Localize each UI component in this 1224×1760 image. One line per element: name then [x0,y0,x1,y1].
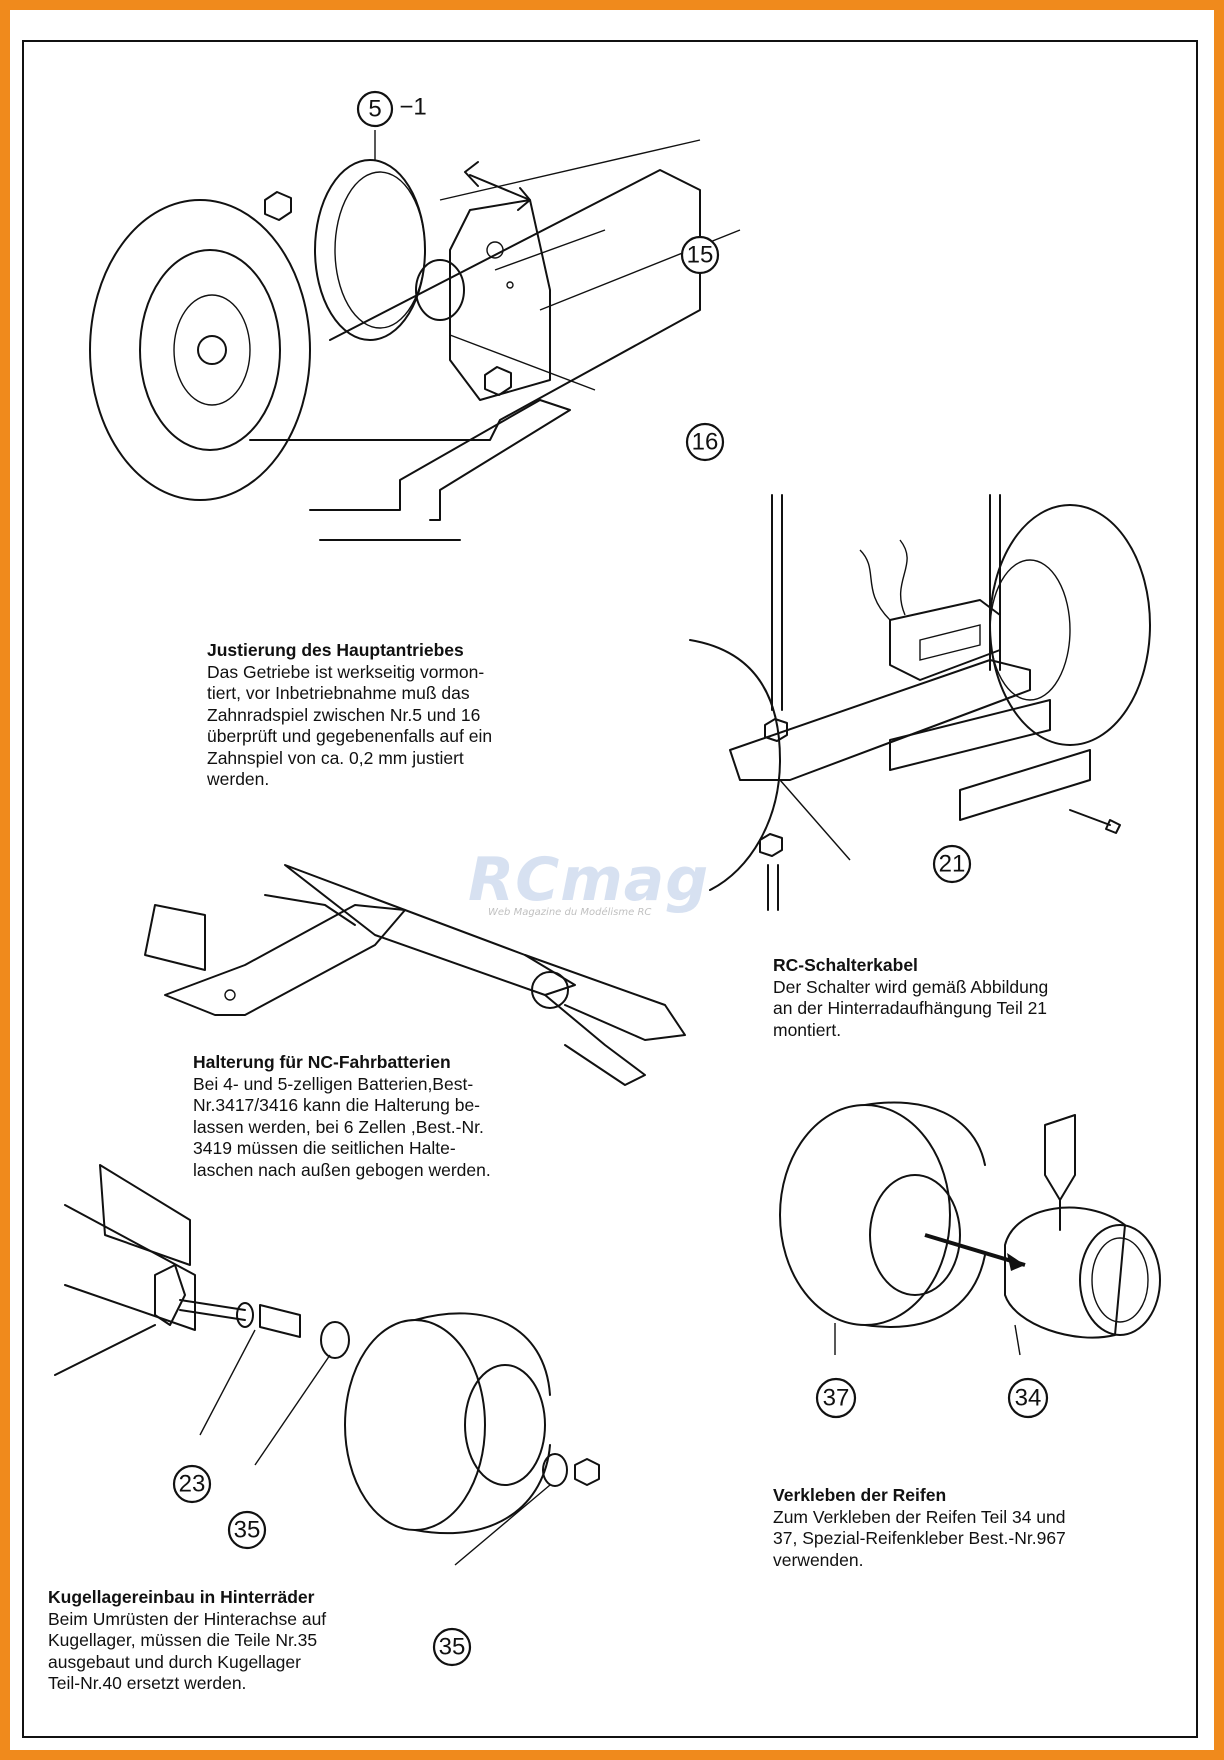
caption-reifen-line: 37, Spezial-Reifenkleber Best.-Nr.967 [773,1528,1066,1548]
pliers-illustration [144,864,686,1086]
caption-halterung-line: laschen nach außen gebogen werden. [193,1159,491,1180]
callout-16-label: 16 [692,429,719,456]
caption-halterung: Halterung für NC-Fahrbatterien Bei 4- un… [193,1052,568,1181]
caption-schalter-title: RC-Schalterkabel [773,955,918,975]
caption-kugellager-title: Kugellagereinbau in Hinterräder [48,1587,315,1607]
callout-34: 34 [1007,1377,1049,1419]
caption-kugellager: Kugellagereinbau in Hinterräder Beim Umr… [48,1587,420,1695]
callout-34-label: 34 [1015,1385,1042,1412]
callout-35-lower: 35 [432,1627,472,1667]
caption-schalter-line: Der Schalter wird gemäß Abbildung [773,976,1049,997]
tyre-glue-illustration [779,1101,1161,1356]
caption-halterung-title: Halterung für NC-Fahrbatterien [193,1052,451,1072]
callout-5-label: 5 [368,96,381,123]
caption-reifen-line: Zum Verkleben der Reifen Teil 34 und [773,1506,1066,1527]
caption-justierung-line: tiert, vor Inbetriebnahme muß das [207,683,470,703]
caption-justierung-line: Zahnradspiel zwischen Nr.5 und 16 [207,704,481,725]
caption-halterung-line: 3419 müssen die seitlichen Halte- [193,1138,456,1158]
caption-justierung-line: überprüft und gegebenenfalls auf ein [207,726,493,746]
callout-35-upper: 35 [227,1510,267,1550]
caption-halterung-line: Bei 4- und 5-zelligen Batterien,Best- [193,1073,474,1094]
caption-justierung-line: werden. [207,769,270,789]
bearing-illustration [54,1164,600,1566]
caption-justierung-line: Zahnspiel von ca. 0,2 mm justiert [207,747,464,768]
caption-halterung-line: Nr.3417/3416 kann die Halterung be- [193,1095,481,1115]
caption-kugellager-line: Teil-Nr.40 ersetzt werden. [48,1673,247,1693]
caption-kugellager-line: Beim Umrüsten der Hinterachse auf [48,1608,327,1629]
watermark: RCmag Web Magazine du Modélisme RC [468,845,768,925]
callout-16: 16 [685,422,725,462]
caption-schalter: RC-Schalterkabel Der Schalter wird gemäß… [773,955,1148,1041]
callout-15: 15 [680,235,720,275]
caption-halterung-line: lassen werden, bei 6 Zellen ,Best.-Nr. [193,1116,484,1137]
caption-kugellager-line: ausgebaut und durch Kugellager [48,1651,301,1672]
callout-35-lower-label: 35 [439,1634,466,1661]
watermark-tagline: Web Magazine du Modélisme RC [488,907,652,918]
caption-justierung-line: Das Getriebe ist werkseitig vormon- [207,661,485,682]
callout-23-label: 23 [179,1471,206,1498]
caption-kugellager-line: Kugellager, müssen die Teile Nr.35 [48,1630,318,1650]
callout-23: 23 [172,1464,212,1504]
caption-reifen: Verkleben der Reifen Zum Verkleben der R… [773,1485,1148,1571]
callout-21-label: 21 [939,851,966,878]
watermark-logo: RCmag [468,845,710,915]
caption-reifen-line: verwenden. [773,1549,864,1570]
callout-5-1: 5 −1 [356,90,427,128]
callout-35-upper-label: 35 [234,1517,261,1544]
main-drive-illustration [89,130,741,541]
callout-15-label: 15 [687,242,714,269]
caption-reifen-title: Verkleben der Reifen [773,1485,947,1505]
callout-37: 37 [815,1377,857,1419]
caption-justierung: Justierung des Hauptantriebes Das Getrie… [207,640,582,791]
page-border [22,40,1198,1738]
rc-switch-illustration [689,494,1151,911]
callout-21: 21 [932,844,972,884]
caption-justierung-title: Justierung des Hauptantriebes [207,640,464,660]
callout-37-label: 37 [823,1385,850,1412]
caption-schalter-line: an der Hinterradaufhängung Teil 21 [773,998,1048,1018]
callout-5-suffix: −1 [399,94,426,121]
caption-schalter-line: montiert. [773,1019,842,1040]
